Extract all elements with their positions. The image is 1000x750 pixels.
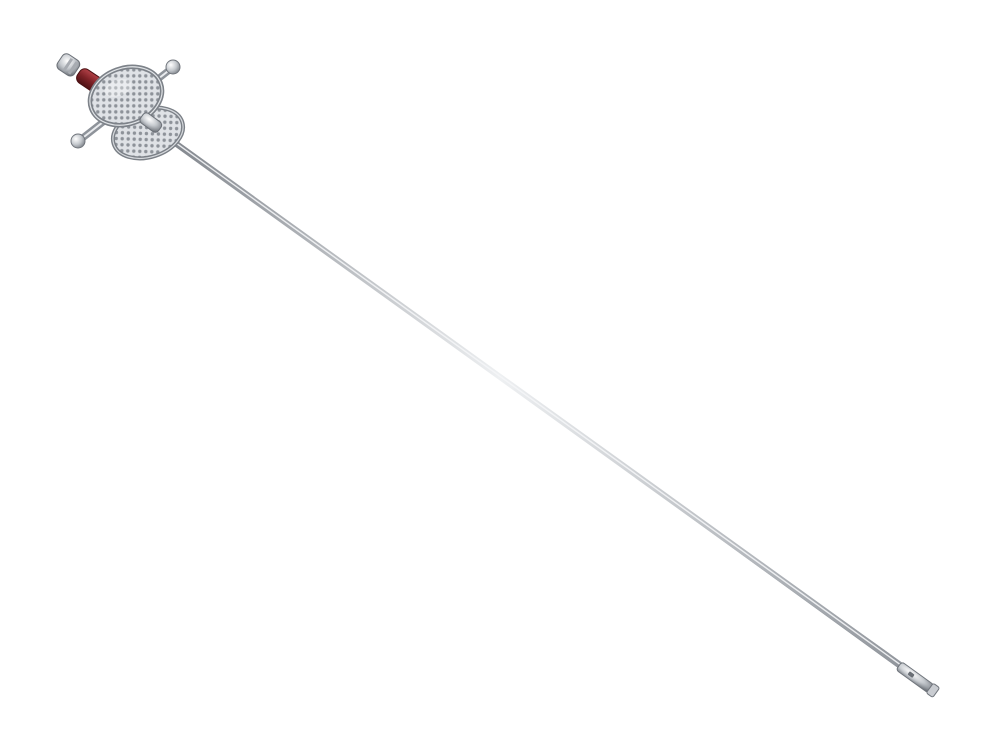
ricasso bbox=[139, 112, 163, 133]
pommel bbox=[56, 53, 81, 77]
blade-tip bbox=[896, 662, 940, 698]
front-guard-shell bbox=[87, 64, 165, 128]
blade bbox=[140, 118, 935, 692]
